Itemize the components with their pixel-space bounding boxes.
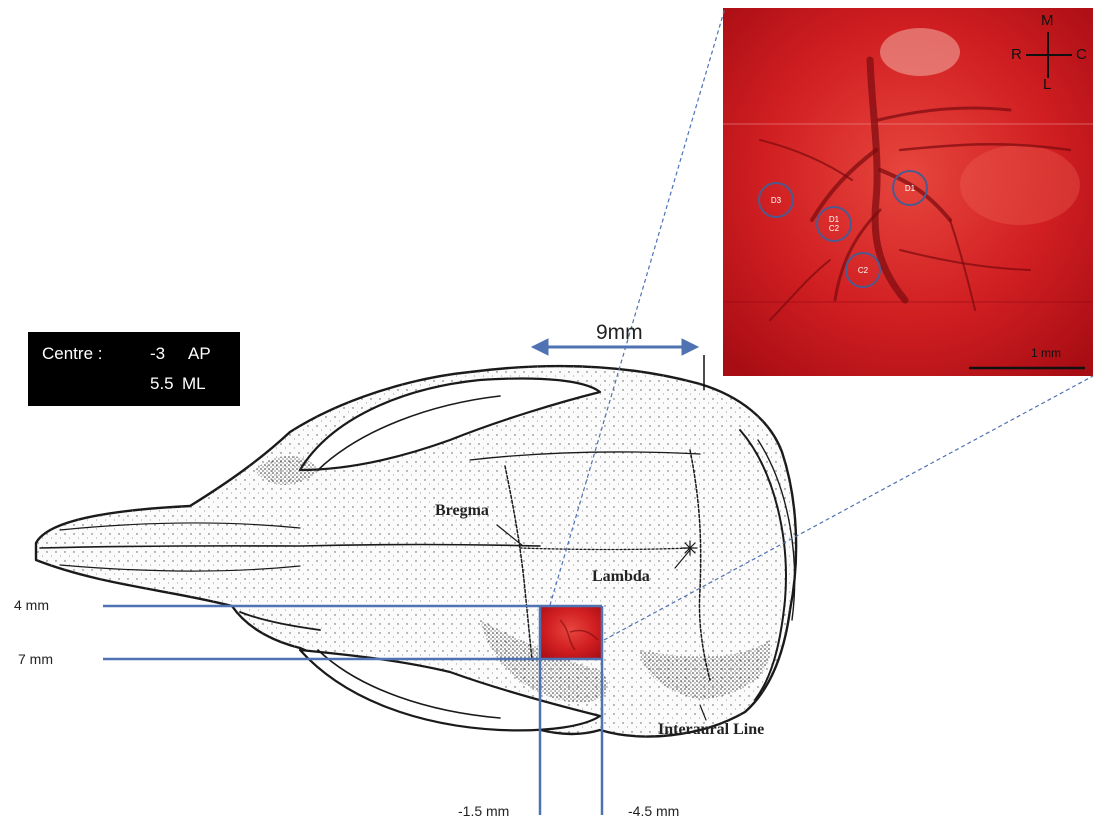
orientation-c: C <box>1076 46 1087 63</box>
site-label-c2: C2 <box>851 266 875 275</box>
site-label-d3: D3 <box>764 196 788 205</box>
ap-unit: AP <box>188 344 211 364</box>
orientation-r: R <box>1011 46 1022 63</box>
ap-value: -3 <box>150 344 165 364</box>
orientation-m: M <box>1041 12 1054 29</box>
coord-minus-1-5mm-label: -1.5 mm <box>458 803 509 819</box>
width-label: 9mm <box>596 321 643 345</box>
interaural-label: Interaural Line <box>658 721 764 739</box>
bregma-label: Bregma <box>435 502 489 520</box>
coord-minus-4-5mm-label: -4.5 mm <box>628 803 679 819</box>
centre-label: Centre : <box>42 344 102 364</box>
scale-bar-label: 1 mm <box>1031 346 1061 360</box>
ml-value: 5.5 <box>150 374 174 394</box>
coord-4mm-label: 4 mm <box>14 597 49 613</box>
lambda-label: Lambda <box>592 568 650 586</box>
orientation-l: L <box>1043 76 1051 93</box>
skull-drawing <box>36 366 796 736</box>
coord-7mm-label: 7 mm <box>18 651 53 667</box>
site-label-d1c2: D1 C2 <box>822 215 846 233</box>
site-label-d1: D1 <box>898 184 922 193</box>
skull-window <box>540 606 602 659</box>
centre-info-box: Centre : -3 AP 5.5 ML <box>28 332 240 406</box>
ml-unit: ML <box>182 374 206 394</box>
lambda-mark <box>683 541 697 555</box>
